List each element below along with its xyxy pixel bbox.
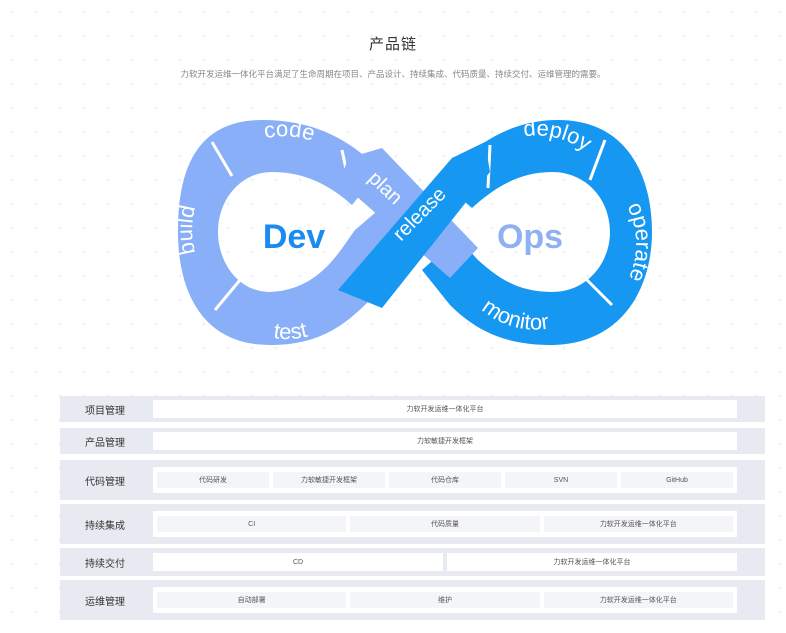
table-cell: 力软开发运维一体化平台 — [153, 400, 737, 418]
table-cell: 力软开发运维一体化平台 — [543, 592, 733, 608]
row-cells: 自动部署维护力软开发运维一体化平台 — [153, 580, 737, 620]
table-cell: GitHub — [621, 472, 733, 488]
page-subtitle: 力软开发运维一体化平台满足了生命周期在项目、产品设计、持续集成、代码质量、持续交… — [180, 69, 606, 79]
row-cells: 力软开发运维一体化平台 — [153, 396, 737, 422]
table-cell: CI — [157, 516, 347, 532]
ops-label: Ops — [497, 218, 563, 256]
table-cell: 自动部署 — [157, 592, 347, 608]
table-cell: 代码仓库 — [389, 472, 501, 488]
table-cell: 力软开发运维一体化平台 — [543, 516, 733, 532]
table-cell: 力软开发运维一体化平台 — [447, 553, 737, 571]
row-label: 运维管理 — [85, 596, 125, 608]
table-row: 运维管理 自动部署维护力软开发运维一体化平台 — [60, 580, 765, 620]
ops-segment-divider — [588, 139, 607, 181]
row-label: 代码管理 — [85, 476, 125, 488]
devops-infinity-diagram: Dev code build test Ops deploy operate m… — [172, 115, 656, 345]
row-label: 产品管理 — [85, 437, 125, 449]
dev-segment-divider — [213, 279, 242, 311]
row-cells: 力软敏捷开发框架 — [153, 428, 737, 454]
table-row: 产品管理 力软敏捷开发框架 — [60, 428, 765, 454]
release-arrow — [338, 142, 490, 308]
table-cell: 维护 — [350, 592, 540, 608]
row-label: 项目管理 — [85, 405, 125, 417]
table-cell: SVN — [505, 472, 617, 488]
table-cell: 力软敏捷开发框架 — [273, 472, 385, 488]
row-label: 持续交付 — [85, 558, 125, 570]
dev-segment-divider — [210, 141, 234, 177]
stage-build-label: build — [172, 203, 200, 257]
table-cell: CD — [153, 553, 443, 571]
ops-segment-divider — [583, 276, 614, 307]
cell-group: 自动部署维护力软开发运维一体化平台 — [153, 587, 737, 613]
dev-label: Dev — [263, 218, 325, 256]
page-title: 产品链 — [368, 36, 417, 53]
table-row: 项目管理 力软开发运维一体化平台 — [60, 396, 765, 422]
table-cell: 代码研发 — [157, 472, 269, 488]
stage-test-label: test — [272, 317, 309, 344]
table-cell: 代码质量 — [350, 516, 540, 532]
row-label: 持续集成 — [85, 520, 125, 532]
table-cell: 力软敏捷开发框架 — [153, 432, 737, 450]
